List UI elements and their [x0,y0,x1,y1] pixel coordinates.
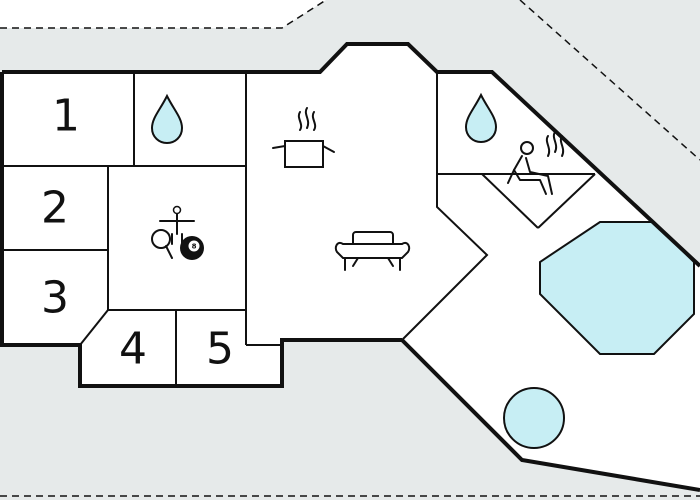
outer-wall-bottom [400,338,700,492]
outer-wall [2,42,700,268]
billiard-ball-label: 8 [192,243,197,251]
water-drop-icon [150,93,184,145]
room-number-5: 5 [206,324,234,375]
room-number-3: 3 [41,273,69,324]
sauna-icon [507,131,565,195]
plot-boundary-right [519,0,700,161]
cooking-pot-icon [272,107,335,168]
wall [481,173,539,229]
room-number-4: 4 [119,324,147,375]
wall [79,309,109,346]
room-number-1: 1 [52,91,80,142]
plunge-pool-icon [503,387,565,449]
billiard-8-ball-icon: 8 [180,236,204,260]
sofa-icon [334,231,411,271]
ping-pong-icon [151,229,173,259]
water-drop-icon [464,92,498,144]
plot-boundary [0,0,327,29]
room-number-2: 2 [41,183,69,234]
outer-wall-left [0,72,402,388]
foosball-icon [159,205,195,245]
wall [401,72,489,341]
wall [537,173,596,229]
